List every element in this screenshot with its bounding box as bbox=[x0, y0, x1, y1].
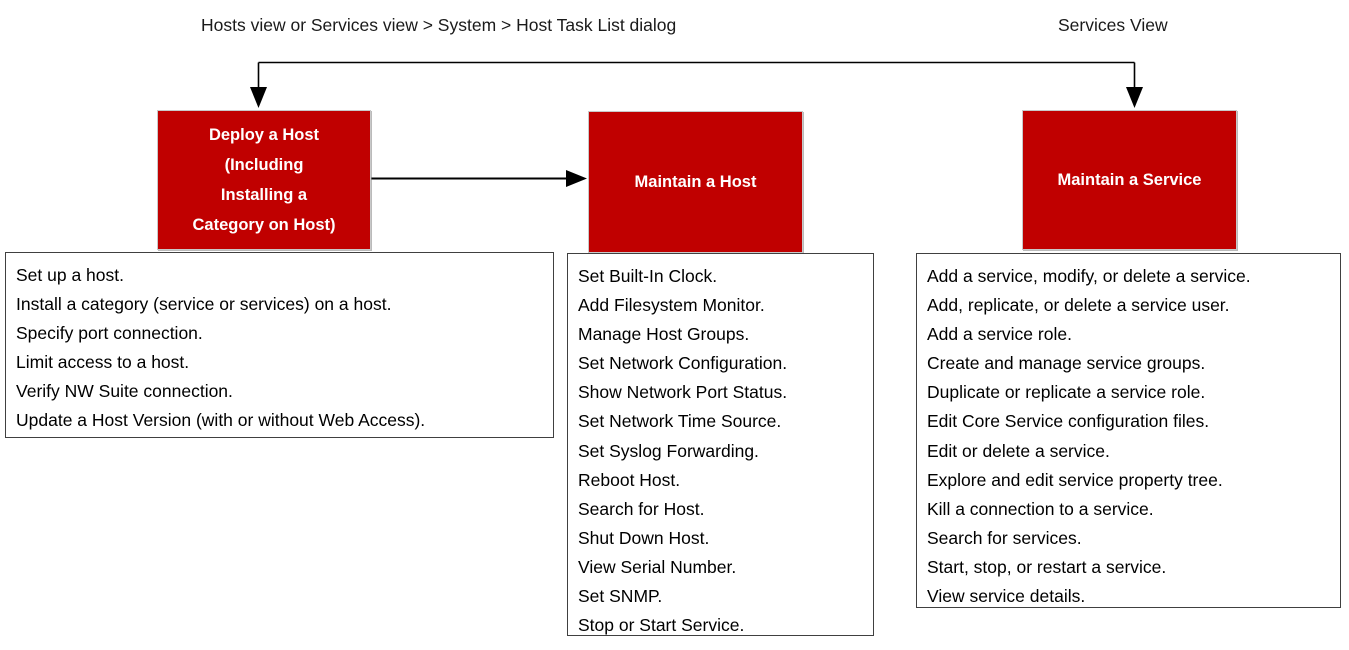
list-item: Set Network Configuration. bbox=[578, 353, 788, 374]
list-item: Set SNMP. bbox=[578, 586, 663, 607]
list-item: Set Built-In Clock. bbox=[578, 266, 718, 286]
list-item: Show Network Port Status. bbox=[578, 382, 788, 403]
list-item: Add, replicate, or delete a service user… bbox=[927, 295, 1230, 316]
list-item: Install a category (service or services)… bbox=[16, 294, 392, 315]
services-view-label: Services View bbox=[1058, 15, 1168, 35]
list-item: Kill a connection to a service. bbox=[927, 498, 1154, 519]
list-item: Edit or delete a service. bbox=[927, 440, 1110, 461]
connector-branch-to-maintain-service bbox=[1126, 62, 1143, 108]
task-list-deploy-host: Set up a host. Install a category (servi… bbox=[5, 252, 554, 438]
list-item: Add a service role. bbox=[927, 324, 1072, 345]
list-item: Start, stop, or restart a service. bbox=[927, 556, 1167, 577]
process-box-maintain-service-label: Maintain a Service bbox=[1057, 171, 1202, 189]
connector-branch-to-deploy-host bbox=[250, 62, 267, 108]
process-box-deploy-host-label: Deploy a Host (Including Installing a Ca… bbox=[186, 120, 341, 240]
task-list-maintain-host: Set Built-In Clock. Add Filesystem Monit… bbox=[567, 253, 874, 636]
list-item: View Serial Number. bbox=[578, 556, 737, 577]
list-item: Manage Host Groups. bbox=[578, 324, 750, 345]
navigation-path-label: Hosts view or Services view > System > H… bbox=[201, 15, 677, 35]
task-list-maintain-service: Add a service, modify, or delete a servi… bbox=[916, 253, 1341, 608]
deploy-host-line-4: Category on Host) bbox=[192, 216, 336, 234]
list-item: Specify port connection. bbox=[16, 323, 203, 344]
list-item: Verify NW Suite connection. bbox=[16, 381, 233, 402]
list-item: Search for Host. bbox=[578, 498, 705, 519]
list-item: Explore and edit service property tree. bbox=[927, 469, 1223, 490]
list-item: Duplicate or replicate a service role. bbox=[927, 382, 1206, 403]
process-box-maintain-host[interactable]: Maintain a Host bbox=[588, 111, 803, 253]
list-item: Reboot Host. bbox=[578, 469, 681, 490]
deploy-host-line-3: Installing a bbox=[220, 186, 308, 204]
list-item: Add a service, modify, or delete a servi… bbox=[927, 266, 1251, 286]
list-item: Create and manage service groups. bbox=[927, 353, 1206, 374]
list-item: Edit Core Service configuration files. bbox=[927, 411, 1210, 432]
deploy-host-line-1: Deploy a Host bbox=[208, 126, 319, 144]
list-item: View service details. bbox=[927, 586, 1086, 607]
list-item: Update a Host Version (with or without W… bbox=[16, 410, 426, 431]
list-item: Set Network Time Source. bbox=[578, 411, 782, 432]
deploy-host-line-2: (Including bbox=[224, 156, 304, 174]
list-item: Limit access to a host. bbox=[16, 352, 190, 373]
list-item: Shut Down Host. bbox=[578, 527, 710, 548]
list-item: Set Syslog Forwarding. bbox=[578, 440, 759, 461]
list-item: Add Filesystem Monitor. bbox=[578, 295, 765, 316]
process-box-maintain-host-label: Maintain a Host bbox=[634, 173, 757, 191]
process-box-maintain-service[interactable]: Maintain a Service bbox=[1022, 110, 1237, 250]
list-item: Stop or Start Service. bbox=[578, 615, 745, 636]
list-item: Set up a host. bbox=[16, 265, 124, 285]
connector-deploy-host-to-maintain-host bbox=[371, 170, 587, 187]
list-item: Search for services. bbox=[927, 527, 1082, 548]
process-box-deploy-host[interactable]: Deploy a Host (Including Installing a Ca… bbox=[157, 110, 371, 250]
